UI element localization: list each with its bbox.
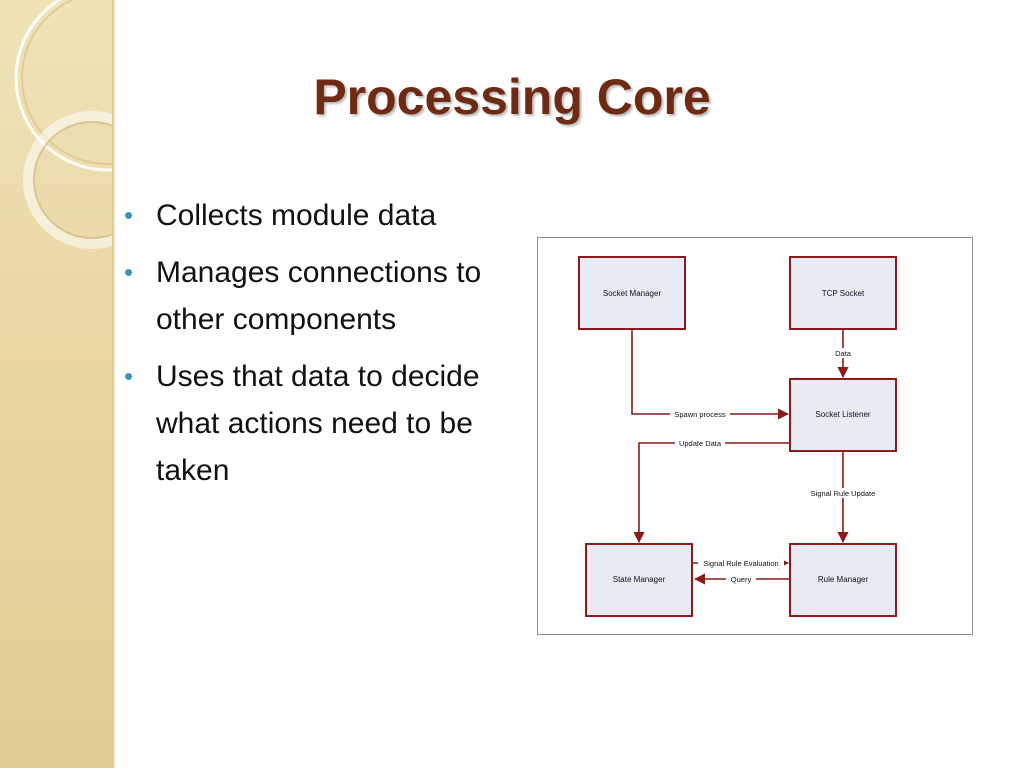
bullet-item: • Uses that data to decide what actions … — [122, 353, 532, 494]
edge-query: Query — [693, 573, 790, 585]
edge-spawn-process: Spawn process — [631, 329, 790, 420]
node-label: State Manager — [613, 575, 666, 584]
architecture-diagram: Data Spawn process Update Data Signal Ru… — [537, 237, 973, 635]
edge-label-signal-rule-update: Signal Rule Update — [811, 489, 876, 498]
edge-label-signal-rule-evaluation: Signal Rule Evaluation — [703, 559, 778, 568]
edge-signal-rule-evaluation: Signal Rule Evaluation — [693, 557, 790, 569]
edge-label-spawn-process: Spawn process — [674, 410, 726, 419]
bullet-list: • Collects module data • Manages connect… — [122, 192, 532, 504]
decorative-side-band — [0, 0, 112, 768]
node-state-manager: State Manager — [585, 543, 693, 617]
bullet-dot-icon: • — [124, 361, 134, 391]
edge-signal-rule-update: Signal Rule Update — [802, 451, 884, 544]
node-socket-manager: Socket Manager — [578, 256, 686, 330]
node-label: TCP Socket — [822, 289, 865, 298]
edge-update-data: Update Data — [633, 438, 790, 544]
bullet-item: • Manages connections to other component… — [122, 249, 532, 343]
node-label: Rule Manager — [818, 575, 869, 584]
bullet-item: • Collects module data — [122, 192, 532, 239]
bullet-text: Collects module data — [156, 199, 437, 232]
slide-title: Processing Core — [313, 69, 711, 125]
bullet-dot-icon: • — [124, 257, 134, 287]
node-socket-listener: Socket Listener — [789, 378, 897, 452]
diagram-canvas: Data Spawn process Update Data Signal Ru… — [578, 256, 897, 617]
node-label: Socket Manager — [603, 289, 662, 298]
side-band-edge — [112, 0, 115, 768]
edge-label-update-data: Update Data — [679, 439, 722, 448]
edge-label-data: Data — [835, 349, 852, 358]
node-label: Socket Listener — [815, 410, 870, 419]
bullet-text: Uses that data to decide what actions ne… — [156, 360, 480, 487]
decorative-circles — [14, 0, 112, 249]
edge-label-query: Query — [731, 575, 752, 584]
bullet-text: Manages connections to other components — [156, 256, 482, 336]
node-tcp-socket: TCP Socket — [789, 256, 897, 330]
bullet-dot-icon: • — [124, 200, 134, 230]
edge-data: Data — [831, 329, 855, 379]
node-rule-manager: Rule Manager — [789, 543, 897, 617]
